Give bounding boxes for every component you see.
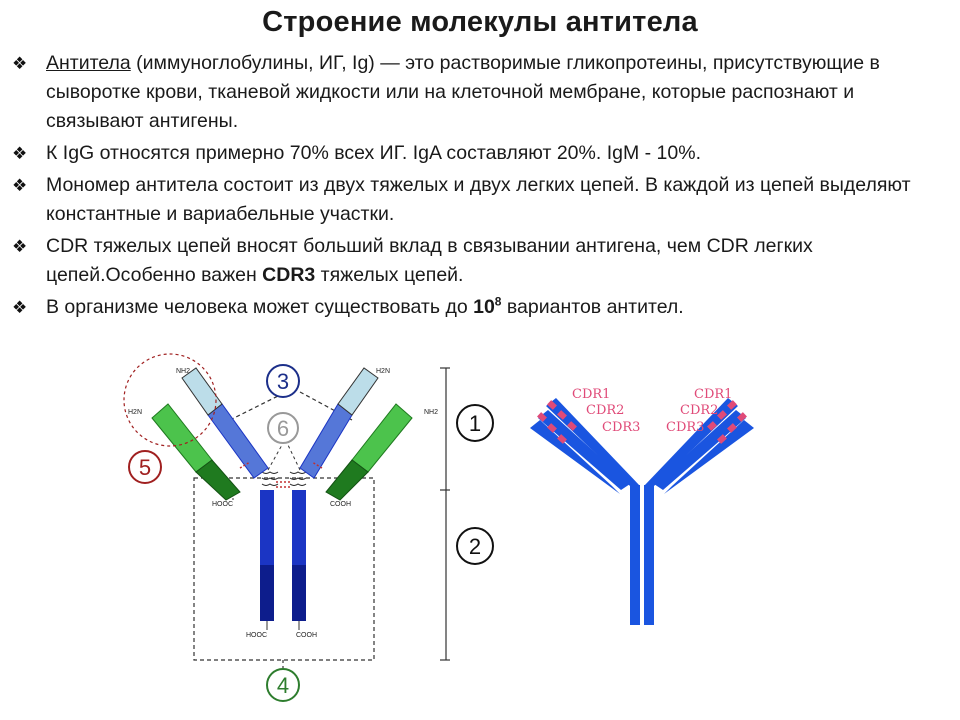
cdr-heavy-left-arm	[546, 398, 640, 486]
heavy-chain-variable-right	[337, 367, 379, 416]
heavy-chain-constant	[292, 490, 306, 570]
antibody-structure-diagram: NH2 H2N H2N NH2 HOOC COOH HOOC COOH 1 2 …	[123, 353, 494, 702]
bullet-text: К IgG относятся примерно 70% всех ИГ. Ig…	[46, 142, 701, 164]
bullet-bold: CDR3	[262, 264, 316, 286]
disulfide-bond	[311, 461, 323, 469]
bullet-item: ❖ К IgG относятся примерно 70% всех ИГ. …	[10, 139, 940, 168]
bullet-text: CDR тяжелых цепей вносят больший вклад в…	[46, 235, 813, 286]
cooh-label: COOH	[330, 501, 351, 508]
svg-text:1: 1	[469, 411, 481, 436]
svg-text:2: 2	[469, 534, 481, 559]
antibody-link[interactable]: Антитела	[46, 52, 131, 74]
hooc-label: HOOC	[212, 501, 233, 508]
fc-region-box	[193, 477, 375, 661]
antigen-binding-site-circle	[123, 353, 217, 447]
cdr-label-left-2: CDR2	[586, 403, 624, 418]
cdr-label-left-1: CDR1	[572, 387, 610, 402]
cdr-label-right-2: CDR2	[680, 403, 718, 418]
cdr-diagram: CDR1 CDR2 CDR3 CDR1 CDR2 CDR3	[530, 387, 754, 625]
svg-text:4: 4	[277, 673, 289, 698]
hooc-label: HOOC	[246, 632, 267, 639]
number-circle-5	[128, 450, 162, 484]
bullet-item: ❖ Мономер антитела состоит из двух тяжел…	[10, 171, 940, 229]
cooh-label: COOH	[296, 632, 317, 639]
diamond-bullet-icon: ❖	[12, 144, 28, 163]
cdr-label-left-3: CDR3	[602, 420, 640, 435]
heavy-chain-right-arm	[299, 403, 353, 479]
light-chain-variable-right	[351, 403, 413, 473]
hinge-region	[289, 471, 307, 486]
svg-text:5: 5	[139, 455, 151, 480]
bullet-superscript: 8	[494, 294, 502, 309]
cdr-label-right-1: CDR1	[694, 387, 732, 402]
diamond-bullet-icon: ❖	[12, 298, 28, 317]
cdr-light-left-arm	[538, 410, 630, 490]
h2n-label: H2N	[376, 368, 390, 375]
light-chain-constant-left	[195, 459, 241, 501]
bullet-item: ❖ Антитела (иммуноглобулины, ИГ, Ig) — э…	[10, 49, 940, 136]
antibody-diagrams: NH2 H2N H2N NH2 HOOC COOH HOOC COOH 1 2 …	[123, 353, 754, 702]
nh2-label: NH2	[176, 368, 190, 375]
hinge-region	[261, 471, 279, 486]
cdr-heavy-stem	[644, 485, 654, 625]
number-circle-1	[456, 404, 494, 442]
number-circle-6	[267, 412, 299, 444]
heavy-chain-constant	[260, 490, 274, 570]
diamond-bullet-icon: ❖	[12, 54, 28, 73]
heavy-chain-constant-dark	[292, 565, 306, 621]
heavy-chain-variable-left	[181, 367, 223, 416]
diamond-bullet-icon: ❖	[12, 237, 28, 256]
light-chain-constant-right	[325, 459, 369, 501]
bullet-text: вариантов антител.	[501, 296, 684, 318]
nh2-label: NH2	[424, 409, 438, 416]
cdr-heavy-right-arm	[644, 398, 738, 486]
cdr-stripes-right	[707, 400, 747, 444]
slide-title: Строение молекулы антитела	[262, 6, 698, 38]
cdr-stripes-left	[537, 400, 577, 444]
bullet-text: (иммуноглобулины, ИГ, Ig) — это раствори…	[46, 52, 880, 132]
number-circle-2	[456, 527, 494, 565]
bullet-list: ❖ Антитела (иммуноглобулины, ИГ, Ig) — э…	[10, 49, 940, 325]
bullet-item: ❖ В организме человека может существоват…	[10, 293, 940, 322]
diamond-bullet-icon: ❖	[12, 176, 28, 195]
disulfide-bond	[239, 461, 251, 469]
bullet-bold: 10	[473, 296, 495, 318]
cdr-label-right-3: CDR3	[666, 420, 704, 435]
cdr-heavy-stem	[630, 485, 640, 625]
dashed-line	[267, 444, 283, 471]
heavy-chain-constant-dark	[260, 565, 274, 621]
bullet-text: Мономер антитела состоит из двух тяжелых…	[46, 174, 911, 225]
cdr-light-right-arm	[654, 410, 746, 490]
number-circle-3	[266, 364, 300, 398]
h2n-label: H2N	[128, 409, 142, 416]
svg-text:3: 3	[277, 369, 289, 394]
bullet-text: В организме человека может существовать …	[46, 296, 474, 318]
number-circle-4	[266, 668, 300, 702]
dashed-line	[287, 444, 301, 471]
svg-text:6: 6	[277, 416, 289, 441]
bullet-text: тяжелых цепей.	[315, 264, 464, 286]
bullet-item: ❖ CDR тяжелых цепей вносят больший вклад…	[10, 232, 940, 290]
